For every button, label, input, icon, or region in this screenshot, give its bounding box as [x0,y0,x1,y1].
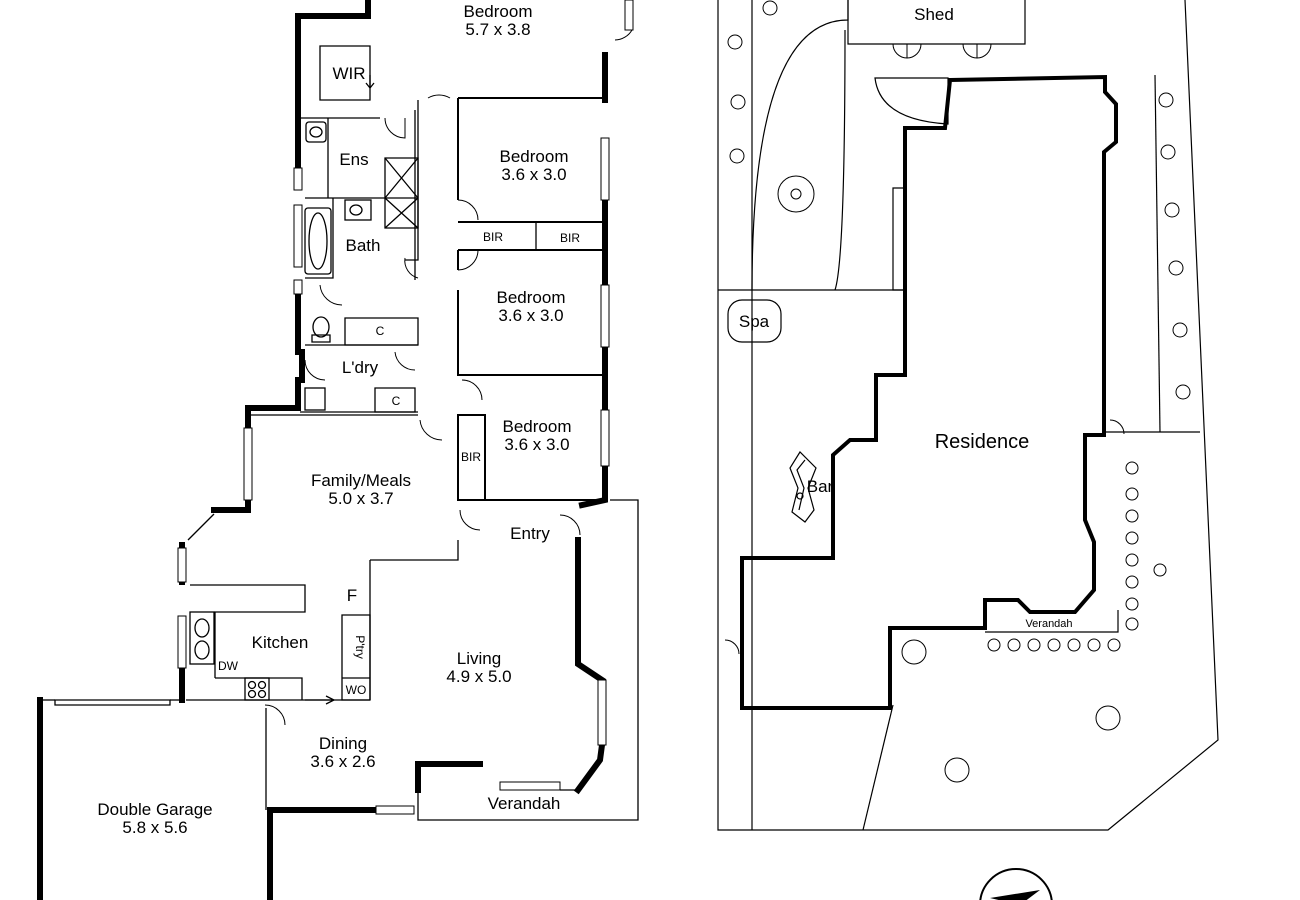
shed: Shed [847,0,1026,59]
room-name-entry: Entry [510,524,550,543]
room-name-bedroom-3: Bedroom [497,288,566,307]
room-name-wir: WIR [332,64,365,83]
shrubs [727,0,1191,783]
fixtures [189,75,375,705]
room-name-living: Living [457,649,501,668]
bir-label-b: BIR [560,231,580,245]
bar-label: Bar [807,477,834,496]
room-size-double-garage: 5.8 x 5.6 [122,818,187,837]
cupboard-label-b: C [392,394,401,408]
room-labels: Bedroom 5.7 x 3.8 WIR Ens Bath Bedroom 3… [97,2,571,837]
bir-label-c: BIR [461,450,481,464]
shed-label: Shed [914,5,954,24]
residence: Residence Verandah [724,74,1125,710]
site-plan: Shed Spa Bar Residence Verandah [717,0,1219,900]
room-size-bedroom-2: 3.6 x 3.0 [501,165,566,184]
room-size-family-meals: 5.0 x 3.7 [328,489,393,508]
windows [177,0,634,815]
spa: Spa [727,299,782,343]
room-name-bedroom-main: Bedroom [464,2,533,21]
wall-oven-label: WO [346,683,367,697]
doors [264,29,633,726]
room-name-bedroom-2: Bedroom [500,147,569,166]
residence-label: Residence [935,431,1030,453]
floor-plan: Bedroom 5.7 x 3.8 WIR Ens Bath Bedroom 3… [37,0,639,900]
room-name-dining: Dining [319,734,367,753]
fridge-label: F [347,586,357,605]
room-name-family-meals: Family/Meals [311,471,411,490]
bir-label-a: BIR [483,230,503,244]
exterior-walls [37,0,608,900]
north-arrow-icon [979,868,1053,900]
room-name-bedroom-4: Bedroom [503,417,572,436]
room-size-dining: 3.6 x 2.6 [310,752,375,771]
fixture-labels: BIR BIR BIR C C F P'try WO DW [218,230,580,697]
landscaping [727,0,1191,783]
room-name-double-garage: Double Garage [97,800,212,819]
room-name-kitchen: Kitchen [252,633,309,652]
room-name-laundry: L'dry [342,358,379,377]
interior-walls [40,45,639,821]
room-size-bedroom-main: 5.7 x 3.8 [465,20,530,39]
room-name-ensuite: Ens [339,150,368,169]
bar: Bar [789,451,834,523]
room-size-bedroom-3: 3.6 x 3.0 [498,306,563,325]
room-size-living: 4.9 x 5.0 [446,667,511,686]
room-name-bath: Bath [346,236,381,255]
room-name-verandah-front: Verandah [488,794,561,813]
verandah-label: Verandah [1025,618,1072,630]
room-size-bedroom-4: 3.6 x 3.0 [504,435,569,454]
pantry-label: P'try [353,635,367,659]
cupboard-label-a: C [376,324,385,338]
site-boundary [717,0,1219,831]
dishwasher-label: DW [218,659,239,673]
spa-label: Spa [739,312,770,331]
